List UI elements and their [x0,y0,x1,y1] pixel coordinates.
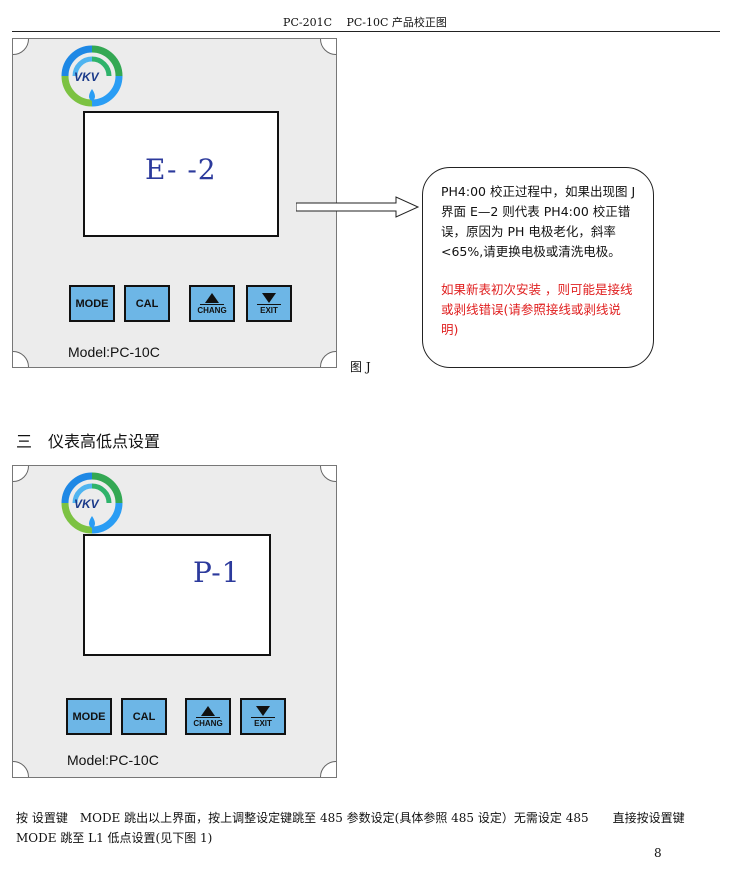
device-panel-2: VKV P-1 MODE CAL CHANG EXIT Model:PC-10C [12,465,337,778]
arrow-up-icon [201,705,215,716]
header-divider [12,31,720,32]
corner-notch [13,39,29,55]
button-rule [196,716,220,718]
lcd-screen: P-1 [83,534,271,656]
model-label: Model:PC-10C [68,344,160,360]
callout-arrow-icon [296,196,420,218]
mode-button[interactable]: MODE [69,285,115,322]
corner-notch [13,466,29,482]
error-callout: PH4:00 校正过程中，如果出现图 J 界面 E—2 则代表 PH4:00 校… [422,167,654,368]
chang-label: CHANG [193,718,223,728]
svg-text:VKV: VKV [74,497,100,511]
lcd-readout: E- -2 [145,153,217,186]
corner-notch [320,466,336,482]
model-label: Model:PC-10C [67,752,159,768]
exit-label: EXIT [260,305,278,315]
callout-explanation: PH4:00 校正过程中，如果出现图 J 界面 E—2 则代表 PH4:00 校… [441,184,636,259]
page-header-title: PC-201C PC-10C 产品校正图 [283,16,447,29]
arrow-up-icon [205,292,219,303]
button-rule [257,303,281,305]
callout-warning: 如果新表初次安装 ，则可能是接线或剥线错误(请参照接线或剥线说明) [441,282,633,337]
arrow-down-icon [256,705,270,716]
corner-notch [320,351,336,367]
device-panel-1: VKV E- -2 MODE CAL CHANG EXIT Model:PC-1… [12,38,337,368]
lcd-screen: E- -2 [83,111,279,237]
exit-label: EXIT [254,718,272,728]
section-heading: 三 仪表高低点设置 [16,432,161,451]
instruction-paragraph: 按 设置键 MODE 跳出以上界面，按上调整设定键跳至 485 参数设定(具体参… [16,811,685,845]
vkv-logo-icon: VKV [61,45,123,107]
corner-notch [320,761,336,777]
exit-down-button[interactable]: EXIT [240,698,286,735]
corner-notch [320,39,336,55]
svg-text:VKV: VKV [74,70,100,84]
corner-notch [13,351,29,367]
chang-up-button[interactable]: CHANG [185,698,231,735]
vkv-logo-icon: VKV [61,472,123,534]
corner-notch [13,761,29,777]
button-rule [251,716,275,718]
figure-caption: 图 J [350,360,371,374]
page-number: 8 [654,846,662,860]
mode-button[interactable]: MODE [66,698,112,735]
cal-button[interactable]: CAL [121,698,167,735]
chang-up-button[interactable]: CHANG [189,285,235,322]
chang-label: CHANG [197,305,227,315]
lcd-readout: P-1 [193,556,241,589]
cal-button[interactable]: CAL [124,285,170,322]
button-rule [200,303,224,305]
exit-down-button[interactable]: EXIT [246,285,292,322]
arrow-down-icon [262,292,276,303]
